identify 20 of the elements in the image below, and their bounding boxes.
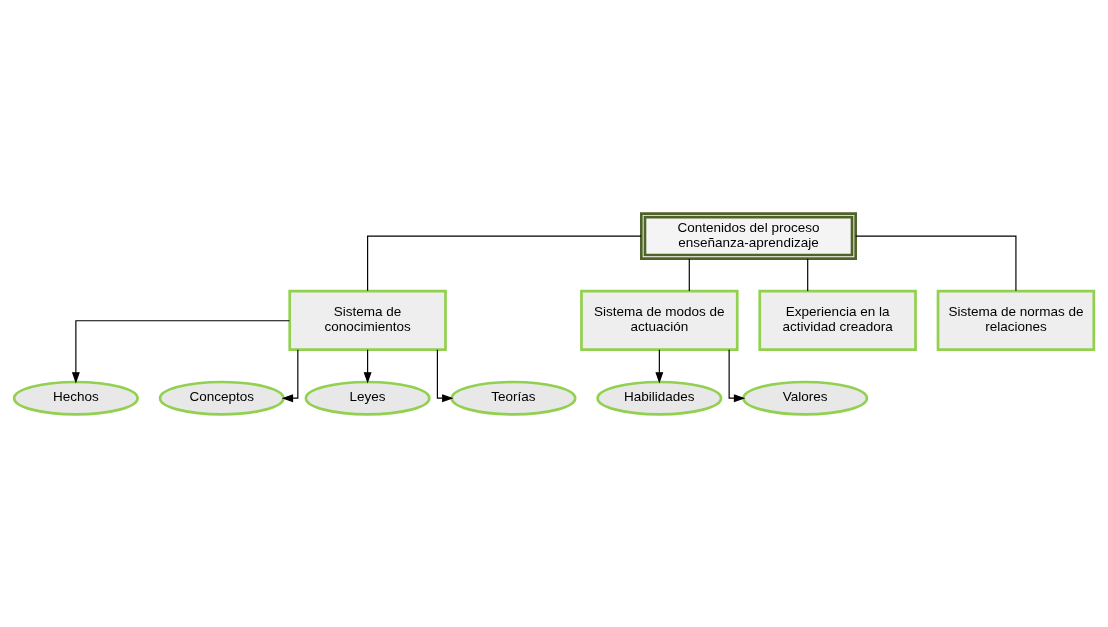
node-ellipse: Leyes (304, 380, 431, 416)
node-ellipse: Valores (742, 380, 869, 416)
connector (688, 257, 690, 292)
node-ellipse: Habilidades (596, 380, 723, 416)
node-ellipse: Conceptos (158, 380, 285, 416)
node-ellipse: Hechos (12, 380, 139, 416)
node-box: Sistema de modos de actuación (580, 289, 739, 351)
arrow (655, 348, 664, 384)
arrow (436, 348, 454, 402)
node-ellipse: Teorías (450, 380, 577, 416)
arrow (363, 348, 372, 384)
connector (855, 235, 1017, 291)
node-box: Sistema de conocimientos (288, 289, 447, 351)
arrow (71, 319, 290, 384)
connector (367, 235, 642, 291)
arrow (281, 348, 299, 402)
arrow (728, 348, 746, 402)
node-box: Experiencia en la actividad creadora (758, 289, 917, 351)
node-box: Sistema de normas de relaciones (936, 289, 1096, 351)
connector (807, 257, 809, 292)
